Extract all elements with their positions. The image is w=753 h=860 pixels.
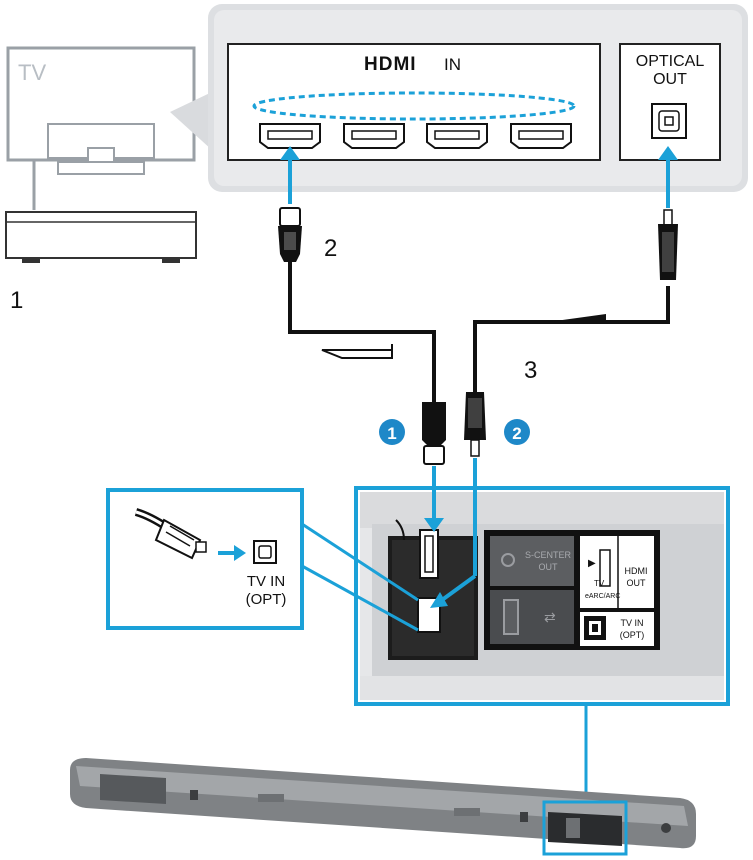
hdmi-port-3 — [426, 123, 488, 149]
s-center-label-line1: S-CENTER — [525, 550, 572, 560]
step-badge-2: 2 — [504, 419, 530, 445]
tv-back-panel: HDMI IN OPTICAL OUT — [170, 4, 748, 192]
optical-into-soundbar-arrow — [430, 458, 477, 608]
earc-label: eARC/ARC — [585, 593, 620, 600]
hdmi-port-1 — [259, 123, 321, 149]
hdmi-logo: HDMI — [364, 54, 417, 75]
play-icon: ▶ — [588, 558, 596, 569]
optical-insert-arrow — [658, 146, 678, 208]
inset-connector-lines — [301, 522, 419, 632]
callout-3: 3 — [524, 357, 537, 384]
tv-illustration: TV — [6, 46, 196, 210]
callout-1: 1 — [10, 287, 23, 314]
signal-direction-arrow-optical — [548, 314, 606, 322]
hdmi-into-soundbar-arrow — [424, 466, 444, 532]
s-center-label-line2: OUT — [539, 562, 559, 572]
hdmi-port-4 — [510, 123, 572, 149]
optical-out-label-line1: OPTICAL — [636, 53, 705, 70]
hdmi-in-label: IN — [444, 55, 461, 74]
soundbar-rear-panel: S-CENTER OUT ⇄ ▶ TV eARC/ARC HDMI OUT TV… — [354, 486, 730, 706]
hdmi-arc-highlight — [252, 91, 576, 121]
usb-icon: ⇄ — [544, 609, 556, 625]
svg-text:1: 1 — [387, 424, 396, 443]
inset-tv-in-line1: TV IN — [247, 573, 285, 590]
optical-inset: TV IN (OPT) — [106, 488, 304, 630]
hdmi-out-label-line1: HDMI — [625, 566, 648, 576]
tv-label: TV — [18, 60, 46, 85]
tv-in-opt-label-line2: (OPT) — [620, 630, 645, 640]
optical-out-port — [651, 103, 687, 139]
hdmi-port-2 — [343, 123, 405, 149]
set-top-box — [5, 211, 197, 263]
callout-2: 2 — [324, 235, 337, 262]
tv-in-opt-label-line1: TV IN — [620, 618, 643, 628]
inset-tv-in-line2: (OPT) — [246, 591, 287, 608]
signal-direction-arrow-hdmi — [321, 344, 393, 359]
tv-port-label: TV — [594, 579, 605, 588]
svg-text:2: 2 — [512, 424, 521, 443]
hdmi-cable — [278, 207, 446, 465]
soundbar — [70, 758, 696, 856]
hdmi-out-label-line2: OUT — [627, 578, 647, 588]
hdmi-insert-arrow — [280, 146, 300, 204]
optical-cable — [464, 209, 678, 457]
step-badge-1: 1 — [379, 419, 405, 445]
optical-out-label-line2: OUT — [653, 71, 687, 88]
